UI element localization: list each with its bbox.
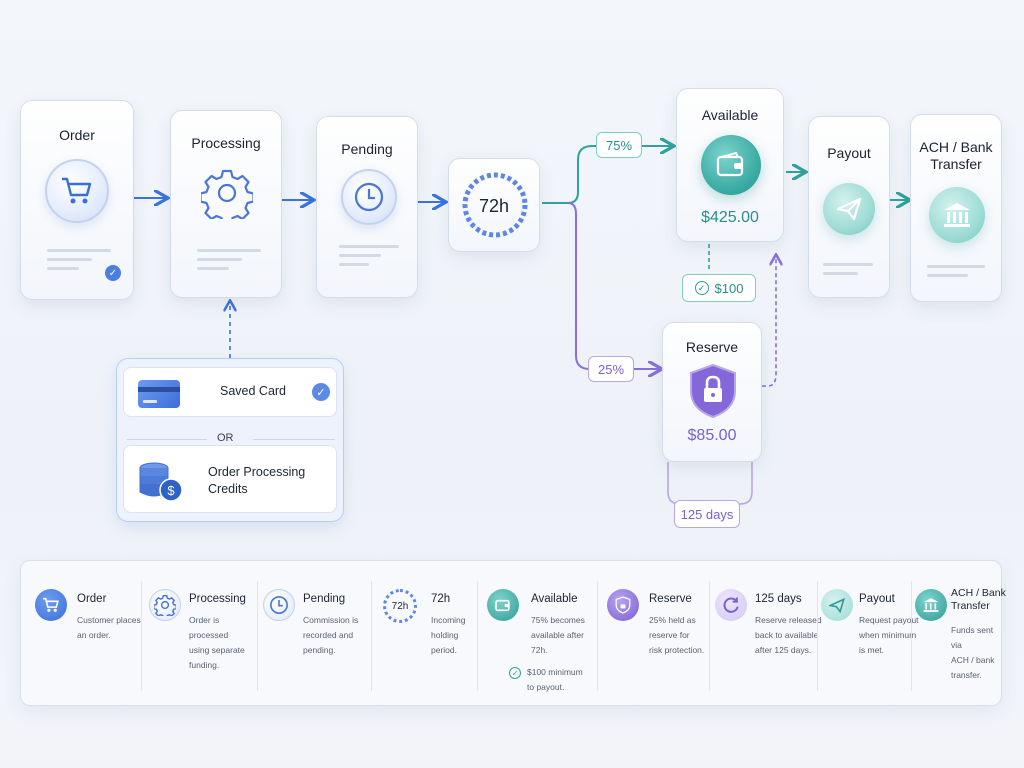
reserve-amount: $85.00 [687, 427, 737, 444]
cart-icon [35, 589, 67, 621]
arrow-hold-reserve [567, 202, 591, 370]
legend-payout-title: Payout [859, 593, 895, 605]
payout-title: Payout [827, 145, 871, 161]
funding-panel: Saved Card ✓ OR $ Order Processing Credi… [116, 358, 344, 522]
refresh-icon [715, 589, 747, 621]
legend-divider [709, 581, 710, 691]
check-circle-icon: ✓ [509, 667, 521, 679]
legend-divider [257, 581, 258, 691]
reserve-period-pill: 125 days [674, 500, 740, 528]
processing-title: Processing [191, 135, 261, 151]
gear-icon [199, 167, 255, 226]
wallet-icon [487, 589, 519, 621]
shield-lock-icon [687, 363, 739, 424]
reserve-title: Reserve [685, 339, 739, 355]
paper-plane-icon [823, 183, 875, 235]
check-circle-icon: ✓ [694, 281, 709, 295]
pending-title: Pending [341, 141, 393, 157]
legend-reserve-title: Reserve [649, 593, 692, 605]
credits-label: Order Processing Credits [208, 464, 305, 498]
legend-divider [371, 581, 372, 691]
legend-divider [141, 581, 142, 691]
saved-card-label: Saved Card [220, 384, 287, 398]
legend-order-title: Order [77, 593, 107, 605]
credit-card-icon [138, 380, 180, 408]
available-card[interactable]: Available $425.00 [676, 88, 784, 242]
clock-icon [263, 589, 295, 621]
timer-icon: 72h [383, 589, 417, 623]
bank-icon [915, 589, 947, 621]
reserve-card[interactable]: Reserve $85.00 [662, 322, 762, 462]
payout-card[interactable]: Payout [808, 116, 890, 298]
legend-divider [597, 581, 598, 691]
legend-divider [817, 581, 818, 691]
processing-placeholder-lines [197, 249, 261, 276]
divider-right [253, 439, 335, 440]
pending-placeholder-lines [339, 245, 399, 272]
gear-icon [149, 589, 181, 621]
clock-icon [341, 169, 397, 225]
legend-divider [911, 581, 912, 691]
hold-label: 72h [478, 196, 510, 216]
check-icon: ✓ [312, 383, 330, 401]
available-amount: $425.00 [701, 209, 759, 226]
shield-lock-icon [607, 589, 639, 621]
check-icon: ✓ [105, 265, 121, 281]
credits-label-line2: Credits [208, 482, 248, 496]
available-title: Available [701, 107, 759, 123]
wallet-icon [701, 135, 761, 195]
divider-left [127, 439, 207, 440]
ach-placeholder-lines [927, 265, 985, 283]
hold-card[interactable]: 72h [448, 158, 540, 252]
ach-title-line2: Transfer [930, 156, 982, 172]
credits-option[interactable]: $ Order Processing Credits [123, 445, 337, 513]
paper-plane-icon [821, 589, 853, 621]
ach-title-line1: ACH / Bank [919, 139, 993, 155]
split-available-pill: 75% [596, 132, 642, 158]
saved-card-option[interactable]: Saved Card ✓ [123, 367, 337, 417]
payout-placeholder-lines [823, 263, 873, 281]
split-reserve-pill: 25% [588, 356, 634, 382]
arrow-hold-available [542, 145, 596, 204]
coin-stack-icon: $ [138, 460, 184, 507]
timer-ring [462, 172, 528, 238]
minimum-label: $100 [714, 280, 744, 296]
legend-hold-title: 72h [431, 593, 451, 605]
pending-card[interactable]: Pending [316, 116, 418, 298]
legend-processing-title: Processing [189, 593, 246, 605]
arrow-reserve-release [762, 256, 776, 387]
ach-card[interactable]: ACH / Bank Transfer [910, 114, 1002, 302]
ach-title: ACH / Bank Transfer [911, 139, 1001, 173]
legend-available-title: Available [531, 593, 578, 605]
processing-card[interactable]: Processing [170, 110, 282, 298]
order-placeholder-lines [47, 249, 111, 276]
credits-label-line1: Order Processing [208, 465, 306, 479]
legend-pending-title: Pending [303, 593, 346, 605]
legend-divider [477, 581, 478, 691]
reserve-period-loop [667, 462, 753, 505]
cart-icon [45, 159, 109, 223]
minimum-pill: ✓ $100 [682, 274, 756, 302]
or-label: OR [217, 432, 234, 444]
bank-icon [929, 187, 985, 243]
order-title: Order [59, 127, 95, 143]
legend-reserve-period-title: 125 days [755, 593, 802, 605]
order-card[interactable]: Order ✓ [20, 100, 134, 300]
svg-text:$: $ [167, 483, 175, 498]
